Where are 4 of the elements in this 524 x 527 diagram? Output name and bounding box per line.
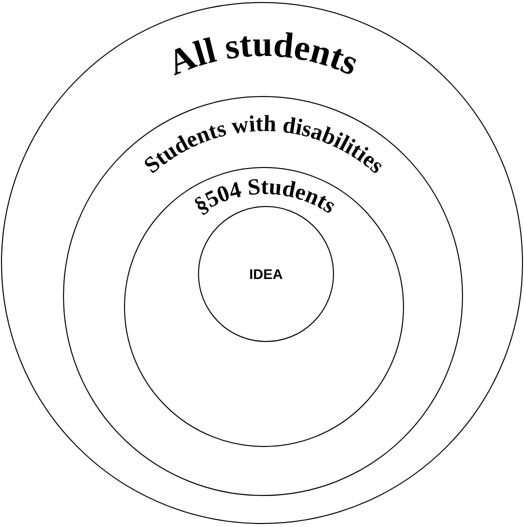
circle-label: §504 Students bbox=[190, 174, 340, 218]
circle bbox=[63, 96, 463, 496]
circle-label: IDEA bbox=[249, 266, 283, 282]
circle-label: All students bbox=[162, 24, 364, 84]
